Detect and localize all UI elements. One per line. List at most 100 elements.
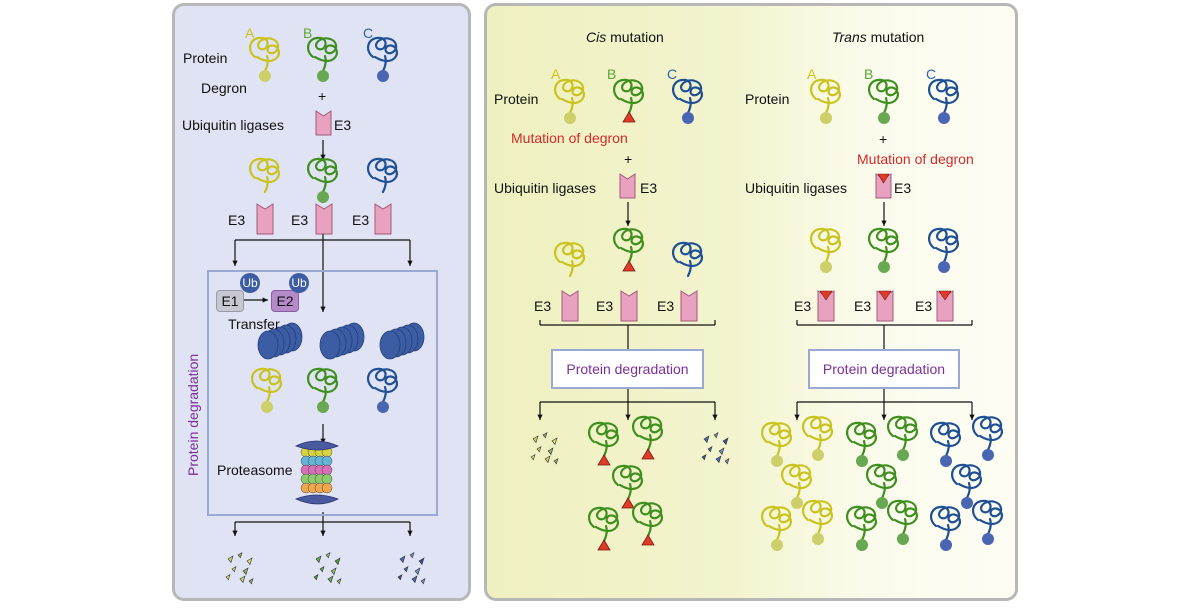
degron-ball — [771, 539, 783, 551]
protein-coil — [249, 36, 280, 73]
protein-b — [868, 78, 899, 124]
e3-ligase-icon — [315, 110, 332, 136]
left-e3-label-c: E3 — [352, 212, 370, 228]
protein-coil — [866, 463, 897, 500]
protein-a — [251, 367, 282, 413]
fragment-shard — [547, 447, 554, 456]
fragment-shard — [242, 567, 249, 576]
fragment-shard — [315, 555, 322, 564]
left-protein-degradation-label: Protein degradation — [185, 353, 201, 476]
left-degradation-box — [207, 270, 438, 516]
arrow-head — [232, 530, 238, 536]
peptide-fragments — [530, 431, 559, 465]
ub-on-e1: Ub — [240, 273, 260, 293]
protein-coil — [761, 421, 792, 458]
protein-coil — [972, 499, 1003, 536]
fragment-shard — [246, 557, 253, 566]
degron-ball — [317, 70, 329, 82]
fragment-shard — [542, 431, 548, 439]
arrow-head — [320, 154, 326, 160]
degron-ball — [771, 455, 783, 467]
mutated-degron-triangle — [622, 260, 636, 272]
protein-coil — [632, 415, 663, 452]
protein-b — [632, 415, 663, 460]
fragment-shard — [225, 573, 231, 581]
fragment-shard — [325, 551, 331, 559]
degron-ball — [682, 112, 694, 124]
fragment-shard — [713, 431, 719, 439]
protein-c — [367, 367, 398, 413]
cis-e3-label-c: E3 — [657, 298, 675, 314]
e3-ligase-icon — [680, 290, 698, 322]
arrow-head — [625, 220, 631, 226]
mutated-degron-triangle — [597, 454, 611, 466]
fragment-shard — [718, 447, 725, 456]
protein-coil — [672, 78, 703, 115]
mutated-e3-pocket — [878, 290, 892, 301]
degron-ball — [876, 497, 888, 509]
proteasome-subunit — [321, 482, 333, 494]
mutated-e3-pocket — [877, 173, 890, 184]
ub-chain-bead — [257, 330, 279, 360]
protein-c — [672, 241, 703, 278]
protein-coil — [672, 241, 703, 278]
fragment-shard — [418, 557, 425, 566]
e3-ligase-icon — [619, 173, 636, 199]
trans-protein-label: Protein — [745, 91, 790, 107]
arrow-head — [881, 414, 887, 420]
arrow-head — [262, 297, 268, 303]
protein-coil — [887, 415, 918, 452]
degron-ball — [940, 455, 952, 467]
fragment-shard — [701, 453, 707, 461]
mutated-degron-triangle — [621, 497, 635, 509]
e1-enzyme: E1 — [216, 290, 244, 312]
trans-e3-label-top: E3 — [894, 180, 912, 196]
protein-b — [613, 78, 644, 123]
protein-coil — [868, 78, 899, 115]
trans-protein-degradation-text: Protein degradation — [822, 361, 946, 377]
degron-ball — [878, 261, 890, 273]
trans-letter-b: B — [864, 66, 874, 82]
peptide-fragments — [397, 551, 426, 585]
fragment-shard — [411, 575, 418, 584]
fragment-shard — [403, 565, 409, 573]
protein-coil — [846, 421, 877, 458]
fragment-shard — [420, 577, 426, 585]
left-ub-ligases-label: Ubiquitin ligases — [182, 117, 284, 133]
e3-body — [620, 290, 638, 322]
left-letter-a: A — [245, 25, 255, 41]
ub-label-e1: Ub — [242, 276, 258, 290]
trans-protein-degradation-box: Protein degradation — [808, 349, 960, 389]
protein-coil — [928, 227, 959, 264]
fragment-shard — [707, 445, 713, 453]
trans-letter-a: A — [807, 66, 817, 82]
e2-enzyme: E2 — [271, 290, 299, 312]
mutated-degron-triangle — [597, 539, 611, 551]
protein-a — [761, 505, 792, 551]
protein-b — [613, 227, 644, 272]
protein-coil — [554, 78, 585, 115]
protein-c — [951, 463, 982, 509]
degron-ball — [812, 449, 824, 461]
protein-c — [972, 415, 1003, 461]
arrow-head — [794, 414, 800, 420]
protein-coil — [367, 36, 398, 73]
protein-b — [846, 421, 877, 467]
degron-ball — [940, 539, 952, 551]
trans-ub-ligases-label: Ubiquitin ligases — [745, 180, 847, 196]
fragment-shard — [231, 565, 237, 573]
arrow-head — [625, 414, 631, 420]
fragment-shard — [313, 573, 319, 581]
protein-b — [887, 415, 918, 461]
e3-ligase-icon — [374, 203, 392, 235]
fragment-shard — [724, 457, 730, 465]
degron-ball — [259, 70, 271, 82]
arrow-head — [320, 306, 326, 312]
proteasome-cap-top — [294, 440, 340, 451]
protein-b — [307, 157, 338, 203]
e3-body — [374, 203, 392, 235]
e3-ligase-icon — [875, 173, 892, 199]
trans-letter-c: C — [926, 66, 937, 82]
protein-c — [972, 499, 1003, 545]
peptide-fragments — [225, 551, 254, 585]
